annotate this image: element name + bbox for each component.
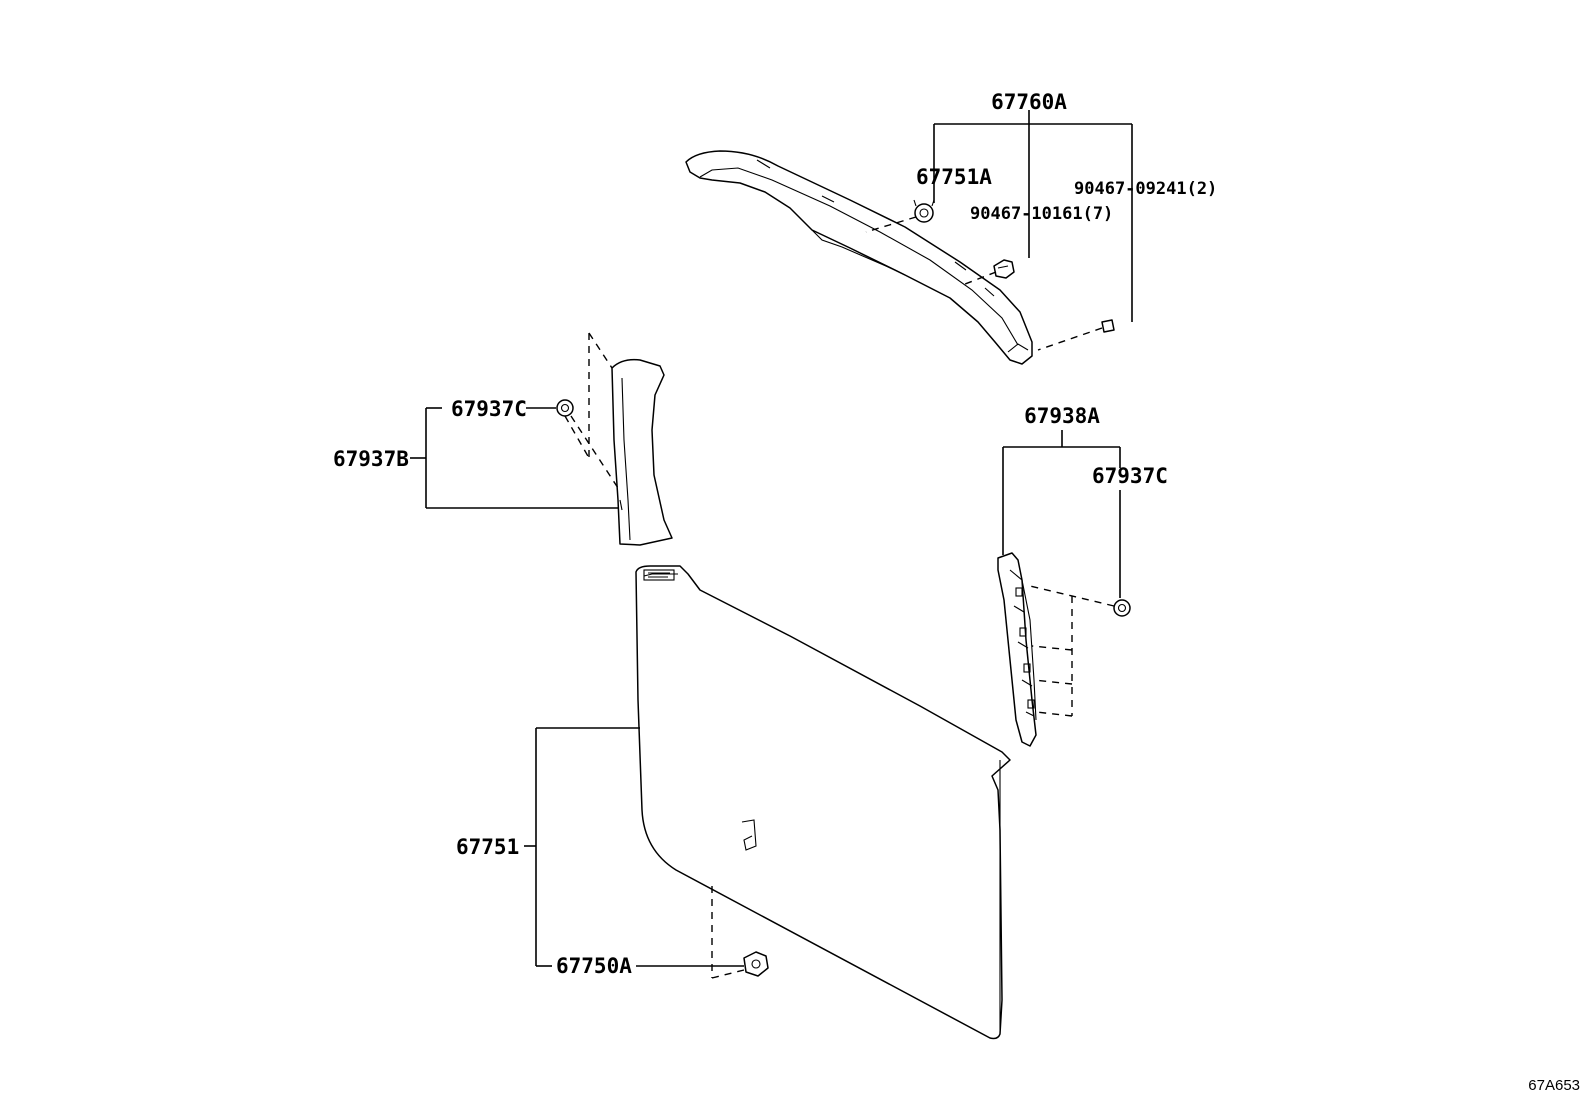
callout-67760a: 67760A	[991, 90, 1067, 114]
callout-67937c-right: 67937C	[1092, 464, 1168, 488]
upper-garnish-part	[685, 150, 1033, 365]
left-pillar-part	[611, 358, 673, 546]
callout-90467-09241: 90467-09241(2)	[1074, 179, 1217, 199]
clip-67750a-part	[743, 951, 769, 977]
callout-67937c-left: 67937C	[451, 397, 527, 421]
callout-67938a: 67938A	[1024, 404, 1100, 428]
leader-group-67760a	[865, 110, 1133, 351]
callout-67751a: 67751A	[916, 165, 992, 189]
callout-90467-10161: 90467-10161(7)	[970, 204, 1113, 224]
leader-group-67938a	[1002, 430, 1121, 717]
leader-group-67751	[524, 727, 745, 979]
callout-67751: 67751	[456, 835, 519, 859]
clip-90467-09241-part	[1101, 319, 1115, 333]
clip-90467-10161-part	[993, 259, 1015, 279]
right-pillar-part	[997, 552, 1037, 747]
diagram-code: 67A653	[1528, 1077, 1580, 1094]
clip-67937c-left-part	[556, 399, 574, 417]
callout-67750a: 67750A	[556, 954, 632, 978]
main-panel-part	[635, 565, 1011, 1040]
clip-67937c-right-part	[1113, 599, 1131, 617]
callout-67937b: 67937B	[333, 447, 409, 471]
leader-group-67937b	[410, 332, 619, 509]
clip-67751a-part	[913, 199, 935, 223]
